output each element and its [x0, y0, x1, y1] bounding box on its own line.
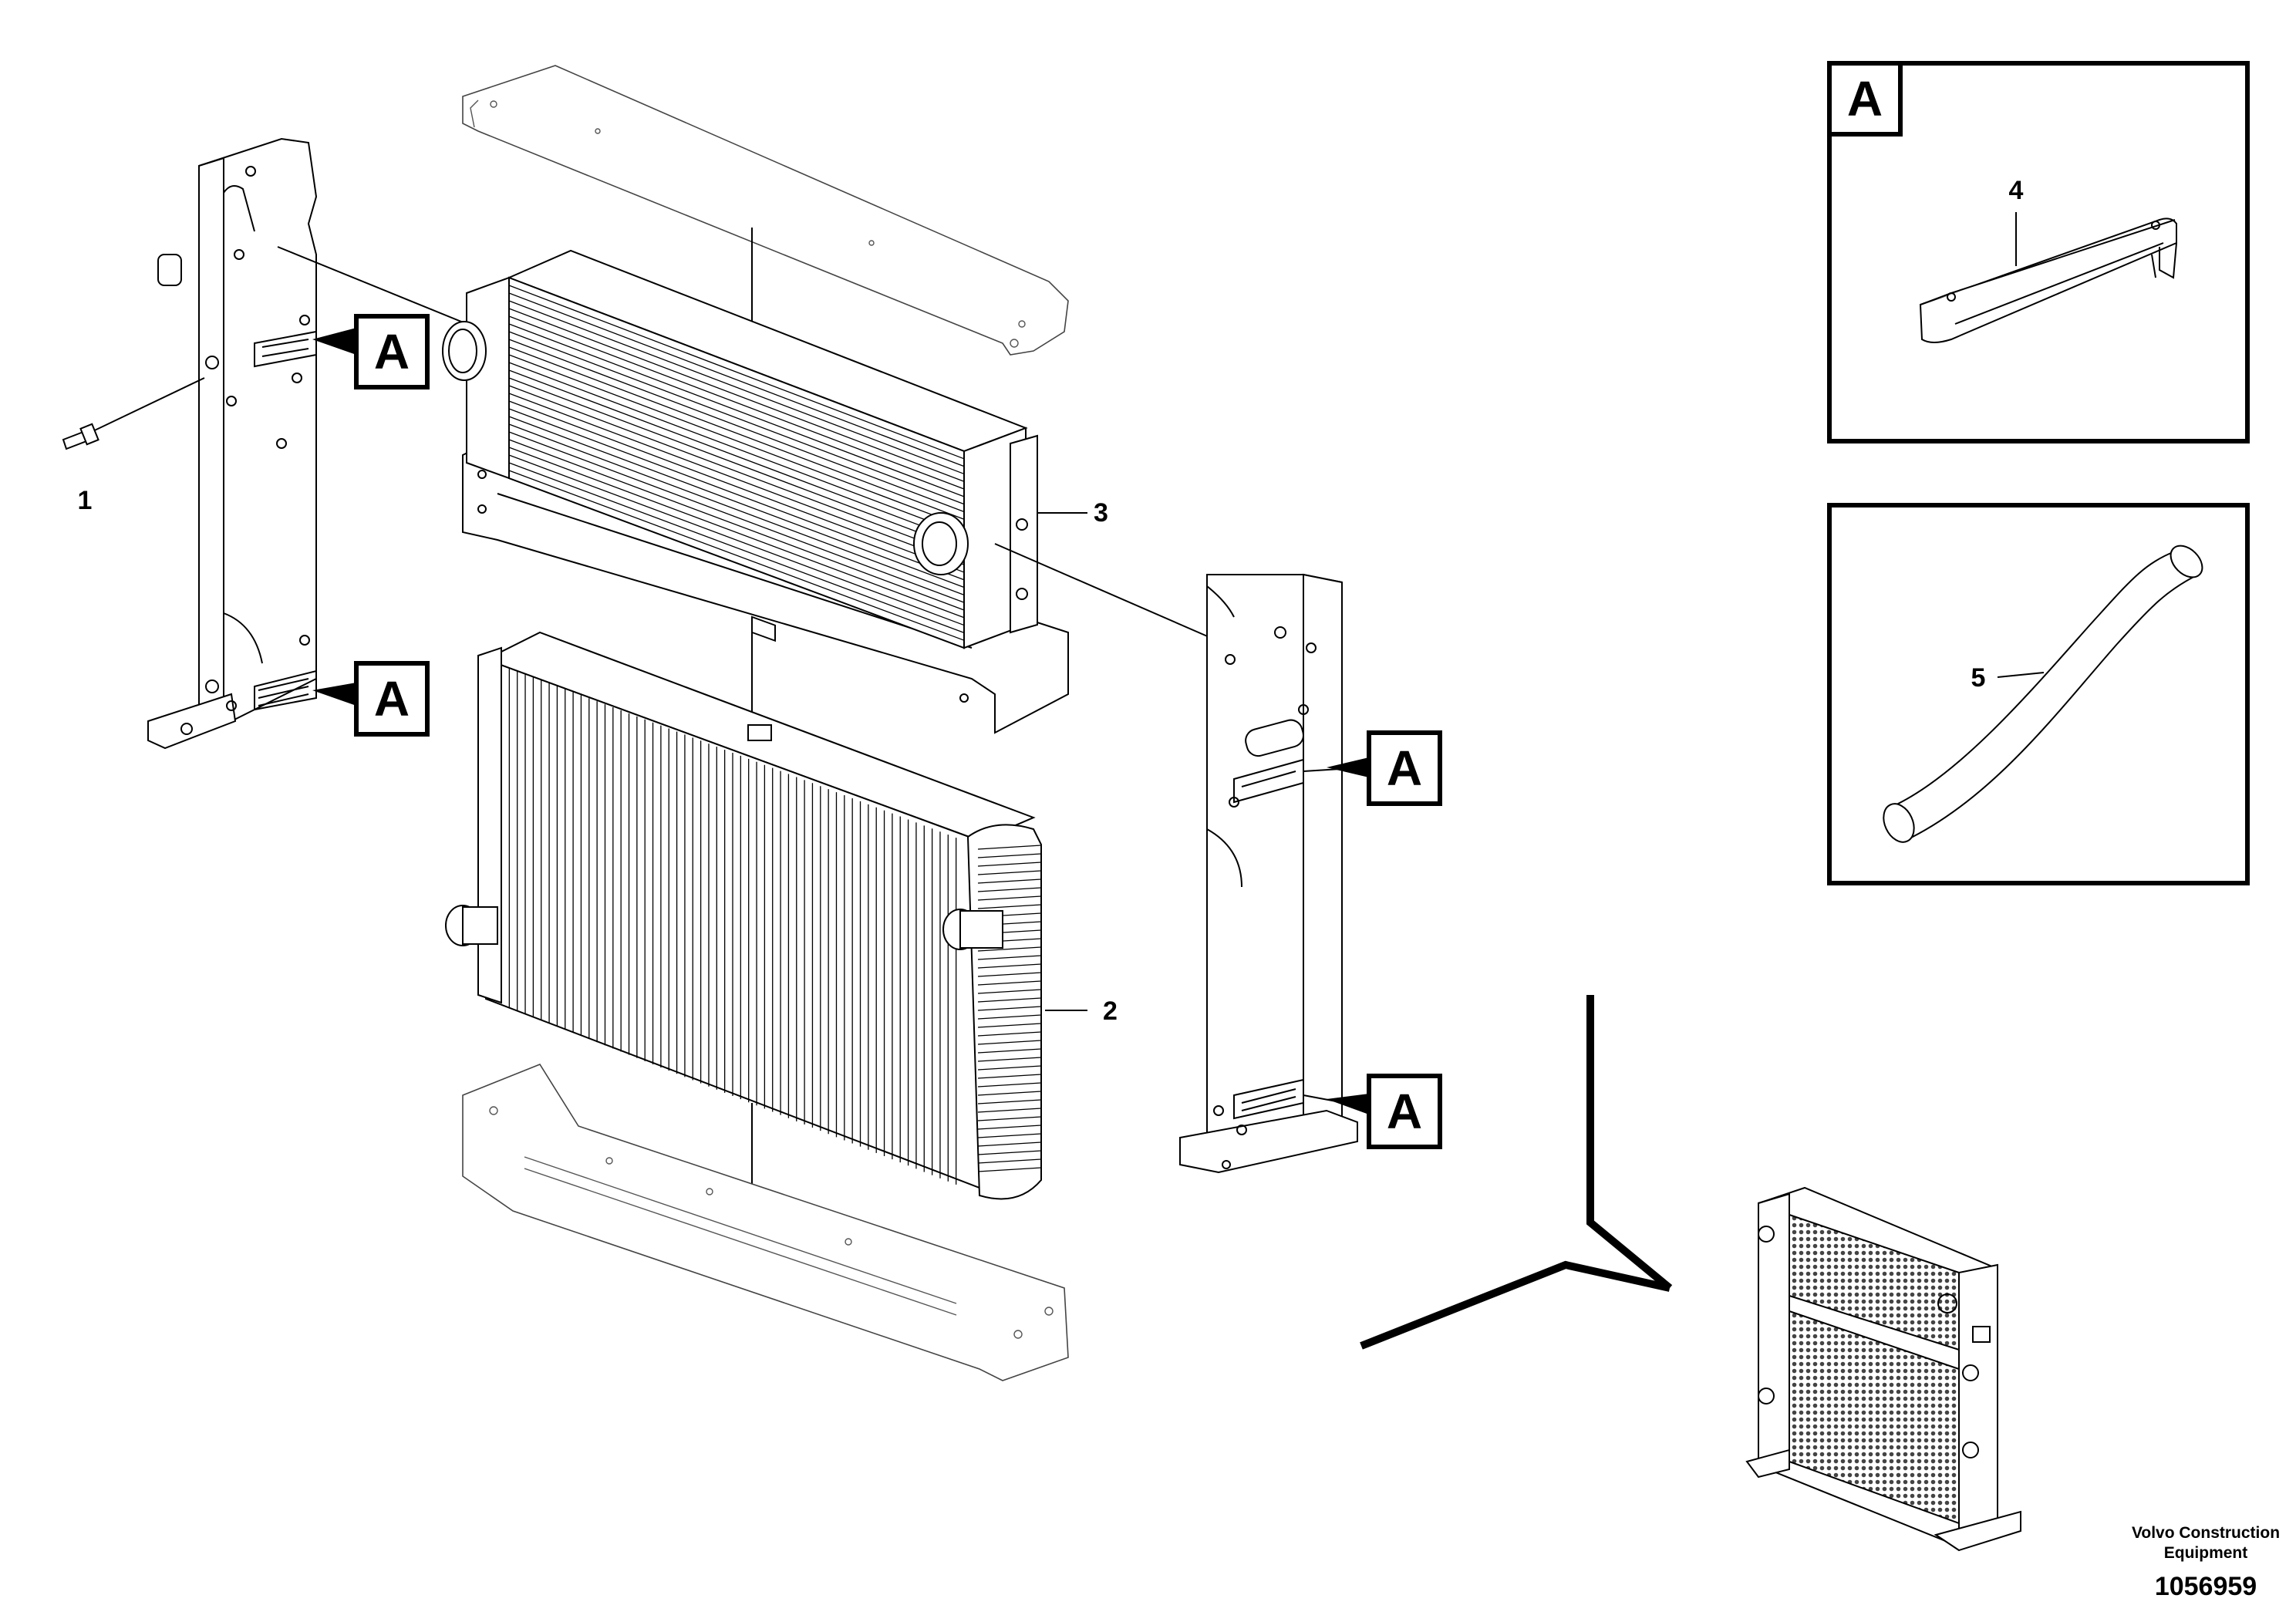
- part-number-1: 1: [78, 486, 93, 515]
- svg-text:A: A: [1387, 1084, 1422, 1139]
- part-number-5: 5: [1971, 663, 1986, 693]
- svg-text:A: A: [1387, 740, 1422, 796]
- rubber-mount-part: [1919, 218, 2177, 343]
- part-number-2: 2: [1103, 996, 1118, 1026]
- callout-a-lower-right: A: [1327, 1074, 1442, 1149]
- svg-text:A: A: [374, 324, 410, 379]
- part-number-4: 4: [2009, 176, 2024, 205]
- location-arrow: [1360, 995, 1673, 1350]
- hose-part: [1883, 545, 2203, 843]
- right-side-bracket: [1179, 573, 1358, 1174]
- leader-line: [83, 377, 205, 437]
- part-number-3: 3: [1094, 498, 1108, 528]
- left-side-bracket: [147, 137, 318, 750]
- bottom-rail: [462, 1064, 1069, 1381]
- svg-text:A: A: [1847, 71, 1883, 126]
- radiator: [445, 631, 1042, 1200]
- company-name-line1: Volvo Construction: [2132, 1524, 2280, 1542]
- svg-text:A: A: [374, 671, 410, 727]
- drawing-number: 1056959: [2155, 1572, 2257, 1601]
- detail-panel-a: A 4: [1827, 61, 2250, 443]
- leader-line: [277, 246, 487, 332]
- cooler-assembly-thumbnail: [1745, 1186, 2021, 1552]
- company-name-line2: Equipment: [2164, 1544, 2248, 1562]
- callout-a-upper-left: A: [312, 314, 430, 389]
- temperature-sensor: [62, 423, 99, 450]
- callout-a-lower-left: A: [312, 661, 430, 737]
- callout-a-upper-right: A: [1327, 730, 1442, 806]
- top-cover-plate: [462, 65, 1069, 356]
- leader-line: [994, 543, 1235, 649]
- detail-panel-hose: 5: [1827, 503, 2250, 885]
- charge-air-cooler: [442, 249, 1069, 734]
